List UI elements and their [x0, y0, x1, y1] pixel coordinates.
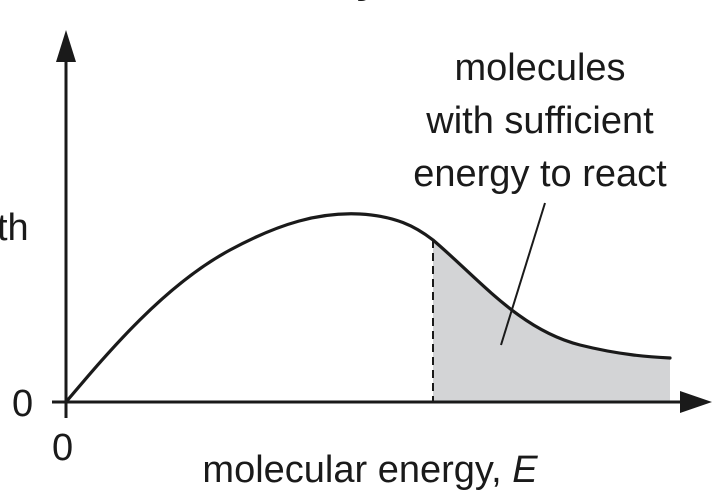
y-axis-arrow [56, 30, 76, 62]
annotation-pointer-line [500, 202, 546, 346]
annotation-line-2: with sufficient [425, 100, 654, 142]
x-axis-label: molecular energy, E [202, 449, 538, 491]
y-origin-label: 0 [12, 383, 33, 425]
annotation-text: molecules with sufficient energy to reac… [413, 47, 667, 195]
annotation-line-3: energy to react [413, 153, 667, 195]
annotation-line-1: molecules [454, 47, 625, 89]
shaded-region [433, 240, 670, 402]
title-fragment: y [356, 0, 381, 2]
x-origin-label: 0 [52, 427, 73, 469]
x-axis-label-symbol: E [512, 449, 538, 491]
x-axis-label-text: molecular energy, [202, 449, 512, 491]
y-axis-label-fragment: th [0, 207, 29, 249]
x-axis-arrow [680, 391, 712, 413]
distribution-curve [64, 212, 672, 404]
